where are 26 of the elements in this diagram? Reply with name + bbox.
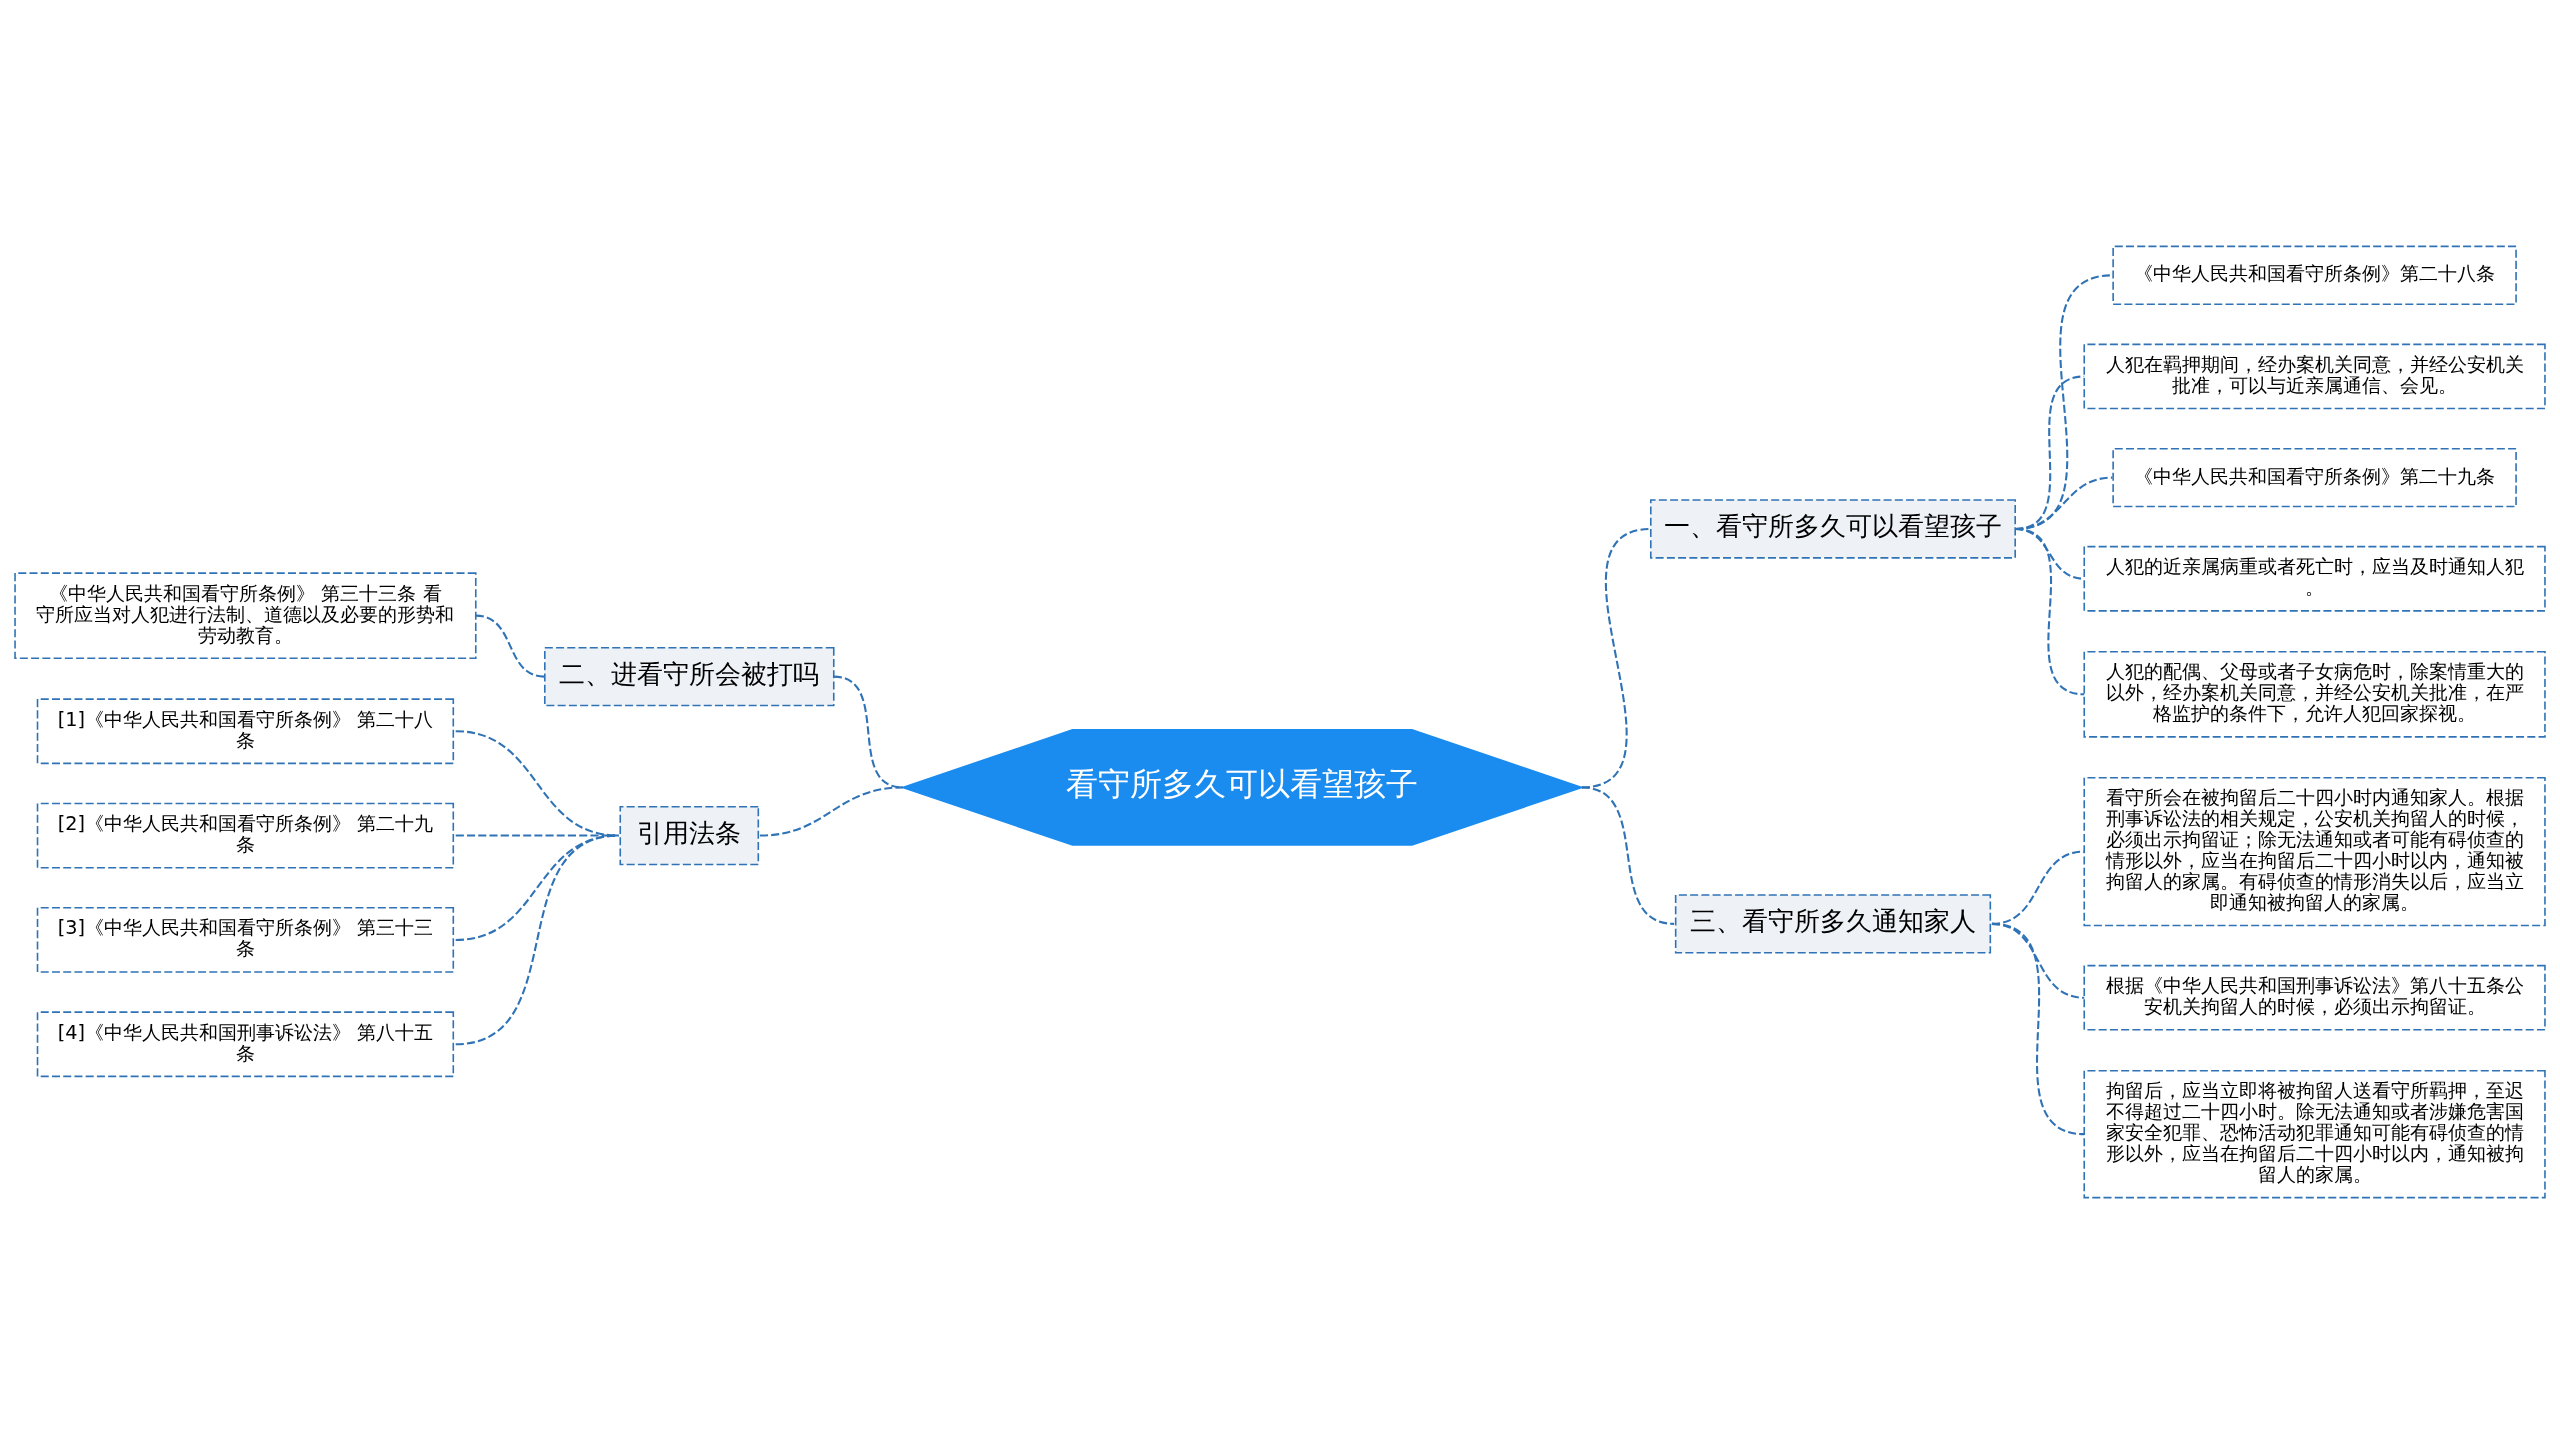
connector	[455, 834, 619, 941]
node-box: 《中华人民共和国看守所条例》第二十九条	[2112, 447, 2517, 507]
node-box: 根据《中华人民共和国刑事诉讼法》第八十五条公安机关拘留人的时候，必须出示拘留证。	[2083, 964, 2546, 1031]
node-box: [2]《中华人民共和国看守所条例》 第二十九条	[36, 802, 455, 868]
node-box: 引用法条	[619, 805, 760, 865]
connector	[1581, 785, 1675, 925]
connector	[475, 614, 545, 678]
node-box: 人犯的配偶、父母或者子女病危时，除案情重大的以外，经办案机关同意，并经公安机关批准，在严格监护的条件下，允许人犯回家探视。	[2083, 650, 2546, 738]
node-box: 人犯在羁押期间，经办案机关同意，并经公安机关批准，可以与近亲属通信、会见。	[2083, 343, 2546, 409]
node-box: [1]《中华人民共和国看守所条例》 第二十八条	[36, 697, 455, 764]
node-box: [3]《中华人民共和国看守所条例》 第三十三条	[36, 906, 455, 973]
node-box: 看守所会在被拘留后二十四小时内通知家人。根据刑事诉讼法的相关规定，公安机关拘留人的时候，必须出示拘留证；除无法通知或者可能有碍侦查的情形以外，应当在拘留后二十四小时以内，通知被拘留人的家属。有碍侦查的情形消失以后，应当立即通知被拘留人的家属。	[2083, 776, 2546, 926]
node-box: 二、进看守所会被打吗	[544, 646, 835, 706]
connector	[455, 834, 619, 1045]
connector	[2015, 527, 2085, 695]
node-box: 人犯的近亲属病重或者死亡时，应当及时通知人犯。	[2083, 545, 2546, 612]
connector	[455, 729, 619, 837]
connector	[1991, 922, 2085, 1135]
connector	[455, 834, 619, 837]
node-box: 一、看守所多久可以看望孩子	[1650, 498, 2016, 559]
node-box: 《中华人民共和国看守所条例》 第三十三条 看守所应当对人犯进行法制、道德以及必要的形势和劳动教育。	[14, 571, 477, 659]
node-box: 拘留后，应当立即将被拘留人送看守所羁押，至迟不得超过二十四小时。除无法通知或者涉嫌危害国家安全犯罪、恐怖活动犯罪通知可能有碍侦查的情形以外，应当在拘留后二十四小时以内，通知被拘留人的家属。	[2083, 1069, 2546, 1198]
node-box: 《中华人民共和国看守所条例》第二十八条	[2112, 245, 2517, 305]
connector	[759, 785, 903, 837]
node-box: [4]《中华人民共和国刑事诉讼法》 第八十五条	[36, 1010, 455, 1077]
node-box: 三、看守所多久通知家人	[1674, 893, 1992, 954]
